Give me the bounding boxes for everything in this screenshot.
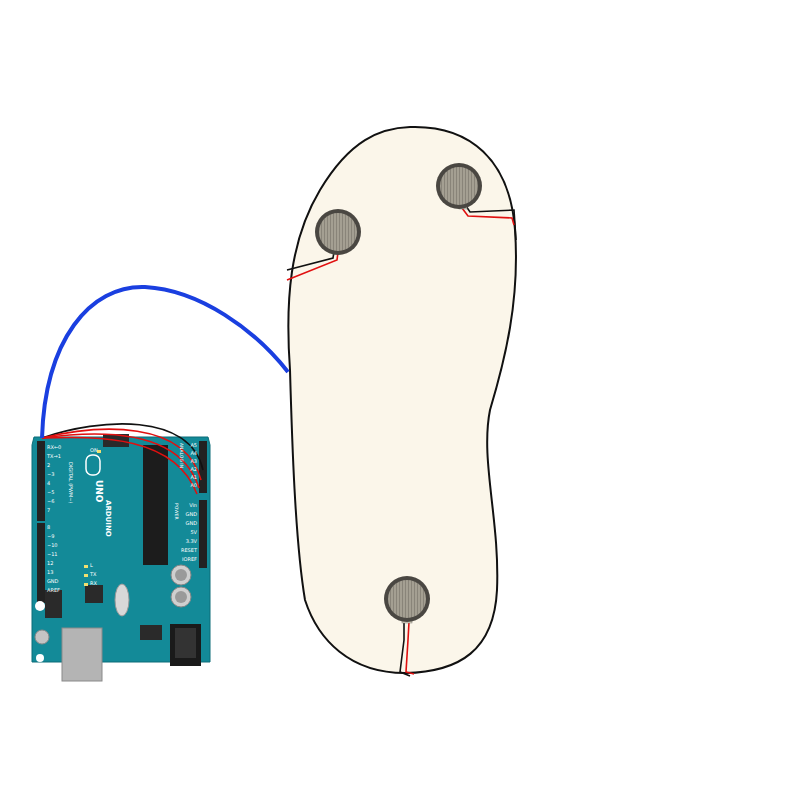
- board-logo: UNO: [94, 480, 103, 503]
- pin-label: ~6: [47, 499, 54, 504]
- board-wires: [42, 424, 203, 494]
- pin-label: ~3: [47, 472, 54, 477]
- pin-label: A1: [190, 475, 197, 480]
- force-sensor: [436, 163, 482, 209]
- sensor-wires: [287, 206, 516, 676]
- pin-label: 3.3V: [186, 539, 197, 544]
- led-label: RX: [90, 581, 97, 586]
- pin-label: AREF: [47, 588, 60, 593]
- insole: [288, 127, 516, 673]
- pin-label: ~5: [47, 490, 54, 495]
- pin-label: 8: [47, 525, 50, 530]
- header-title: POWER: [174, 503, 179, 520]
- pin-label: ~10: [47, 543, 58, 548]
- pin-label: GND: [186, 512, 197, 517]
- board-logo: ARDUINO: [104, 500, 111, 537]
- pin-label: IOREF: [182, 557, 197, 562]
- pin-label: ~11: [47, 552, 58, 557]
- header-title: ANALOG IN: [179, 443, 184, 468]
- pin-label: 13: [47, 570, 53, 575]
- pin-label: A2: [190, 467, 197, 472]
- pin-label: GND: [47, 579, 58, 584]
- cable: [42, 287, 288, 438]
- force-sensor: [384, 576, 430, 623]
- pin-label: A5: [190, 443, 197, 448]
- led-label: ON: [90, 448, 98, 453]
- header-title: DIGITAL (PWM~): [68, 462, 73, 504]
- force-sensor: [315, 209, 361, 255]
- led-label: L: [90, 563, 93, 568]
- pin-label: RX←0: [47, 445, 61, 450]
- pin-label: RESET: [181, 548, 197, 553]
- pin-label: 2: [47, 463, 50, 468]
- pin-label: A4: [190, 451, 197, 456]
- led-label: TX: [90, 572, 96, 577]
- pin-label: A3: [190, 459, 197, 464]
- pin-label: Vin: [189, 503, 197, 508]
- pin-label: ~9: [47, 534, 54, 539]
- pin-label: TX→1: [47, 454, 61, 459]
- pin-label: 7: [47, 508, 50, 513]
- pin-label: 4: [47, 481, 50, 486]
- pin-label: 5V: [190, 530, 197, 535]
- pin-label: A0: [190, 483, 197, 488]
- arduino-board: [32, 434, 210, 681]
- pin-label: GND: [186, 521, 197, 526]
- pin-label: 12: [47, 561, 53, 566]
